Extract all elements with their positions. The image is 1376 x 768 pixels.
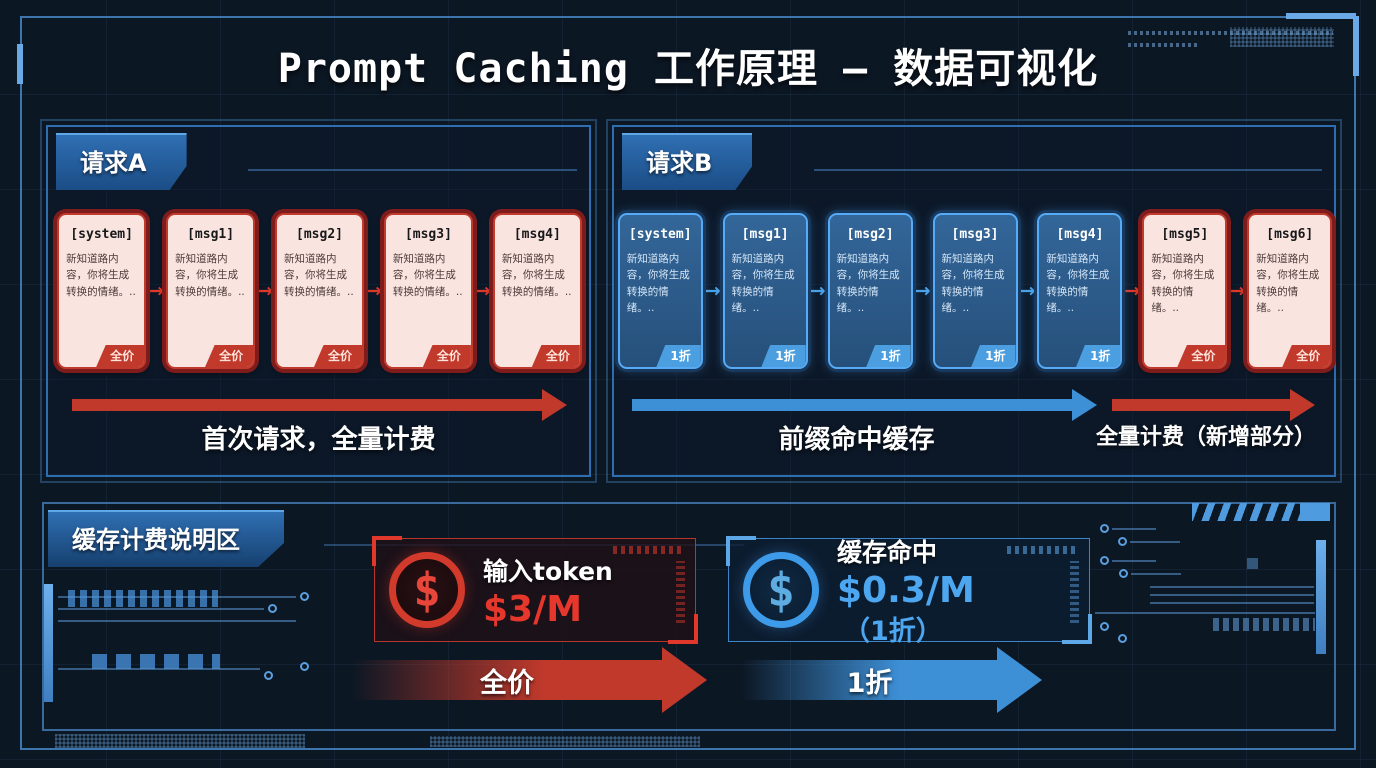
decoration-dotted-line — [1128, 31, 1333, 35]
card-flow-arrow-icon: → — [366, 279, 382, 302]
cached-price-note: （1折） — [843, 615, 943, 647]
card-body-text: 新知道路内容，你将生成转换的情绪。.. — [1151, 253, 1215, 314]
price-badge: 全价 — [531, 345, 580, 367]
pricing-section-label: 缓存计费说明区 — [48, 510, 284, 567]
message-card-system: [system] 新知道路内容，你将生成转换的情绪。.. 1折 — [617, 213, 703, 369]
price-badge: 1折 — [971, 345, 1016, 367]
panel-b-label: 请求B — [622, 133, 753, 190]
message-card-msg3: [msg3] 新知道路内容，你将生成转换的情绪。.. 1折 — [932, 213, 1018, 369]
price-badge: 1折 — [1076, 345, 1121, 367]
card-header: [msg6] — [1266, 227, 1314, 242]
panel-request-b: 请求B [system]新知道路内容，你将生成转换的情绪。..1折→[msg1]… — [606, 119, 1342, 483]
card-body-text: 新知道路内容，你将生成转换的情绪。.. — [392, 253, 463, 298]
card-header: [system] — [70, 227, 133, 242]
message-card-msg3: [msg3] 新知道路内容，你将生成转换的情绪。.. 全价 — [383, 213, 473, 369]
price-badge: 全价 — [205, 345, 254, 367]
card-flow-arrow-icon: → — [1019, 279, 1036, 302]
card-flow-arrow-icon: → — [1124, 279, 1141, 302]
panel-b-new-caption: 全量计费（新增部分） — [1095, 425, 1316, 450]
price-badge: 全价 — [1177, 345, 1226, 367]
card-flow-arrow-icon: → — [474, 279, 491, 302]
decoration-hatch-strip — [430, 736, 700, 747]
message-card-system: [system] 新知道路内容，你将生成转换的情绪。.. 全价 — [57, 213, 147, 369]
card-body-text: 新知道路内容，你将生成转换的情绪。.. — [626, 253, 690, 314]
panel-request-a: 请求A [system]新知道路内容，你将生成转换的情绪。..全价→[msg1]… — [40, 119, 597, 483]
card-flow-arrow-icon: → — [914, 279, 931, 302]
message-card-msg2: [msg2] 新知道路内容，你将生成转换的情绪。.. 全价 — [275, 213, 364, 369]
card-header: [msg3] — [404, 227, 452, 242]
price-badge: 1折 — [656, 345, 701, 367]
card-body-text: 新知道路内容，你将生成转换的情绪。.. — [66, 253, 136, 298]
decoration-ticks — [613, 546, 685, 554]
card-header: [msg3] — [951, 227, 999, 242]
full-price-arrow-label: 全价 — [480, 667, 534, 699]
message-card-msg2: [msg2] 新知道路内容，你将生成转换的情绪。.. 1折 — [827, 213, 913, 369]
full-price-value: $3/M — [483, 588, 583, 630]
card-body-text: 新知道路内容，你将生成转换的情绪。.. — [731, 253, 795, 314]
new-tokens-flow-arrow — [1112, 399, 1290, 411]
cached-price-amount: $0.3/M — [837, 569, 975, 611]
full-price-big-arrow: 全价 — [352, 660, 662, 700]
message-card-msg4: [msg4] 新知道路内容，你将生成转换的情绪。.. 1折 — [1037, 213, 1123, 369]
full-price-flow-arrow — [72, 399, 542, 411]
discount-arrow-label: 1折 — [846, 667, 893, 699]
panel-a-label: 请求A — [56, 133, 187, 190]
card-header: [msg4] — [1056, 227, 1104, 242]
panel-b-cached-caption: 前缀命中缓存 — [778, 425, 935, 455]
card-flow-arrow-icon: → — [809, 279, 826, 302]
message-card-msg1: [msg1] 新知道路内容，你将生成转换的情绪。.. 全价 — [166, 213, 256, 369]
message-card-msg5: [msg5] 新知道路内容，你将生成转换的情绪。.. 全价 — [1142, 213, 1228, 369]
pricing-section: 缓存计费说明区 $ 输入token $3/M $ 缓存命中 $0.3/M （1折）… — [42, 502, 1336, 731]
panel-header-line — [248, 169, 577, 171]
card-header: [msg4] — [513, 227, 561, 242]
dollar-icon: $ — [389, 552, 465, 628]
card-header: [msg1] — [187, 227, 235, 242]
cache-hit-flow-arrow — [632, 399, 1072, 411]
panel-b-cards: [system] 新知道路内容，你将生成转换的情绪。.. 1折 → [msg1] 新知道路… — [617, 213, 1333, 369]
dollar-icon: $ — [743, 552, 819, 628]
full-price-card: $ 输入token $3/M — [372, 536, 698, 644]
cached-price-title: 缓存命中 — [837, 537, 938, 567]
card-flow-arrow-icon: → — [704, 279, 721, 302]
message-card-msg6: [msg6] 新知道路内容，你将生成转换的情绪。.. 全价 — [1247, 213, 1333, 369]
card-flow-arrow-icon: → — [148, 279, 165, 302]
card-header: [msg5] — [1161, 227, 1209, 242]
page-title: Prompt Caching 工作原理 — 数据可视化 — [277, 46, 1099, 92]
cached-price-card: $ 缓存命中 $0.3/M （1折） — [726, 536, 1092, 645]
card-body-text: 新知道路内容，你将生成转换的情绪。.. — [941, 253, 1005, 314]
card-body-text: 新知道路内容，你将生成转换的情绪。.. — [836, 253, 900, 314]
frame-corner-accent — [1286, 13, 1356, 19]
card-flow-arrow-icon: → — [1229, 279, 1246, 302]
price-badge: 全价 — [313, 345, 362, 367]
panel-a-caption: 首次请求，全量计费 — [201, 425, 436, 455]
full-price-title: 输入token — [483, 556, 613, 586]
price-badge: 1折 — [761, 345, 806, 367]
price-badge: 全价 — [1282, 345, 1331, 367]
card-header: [msg2] — [296, 227, 343, 242]
price-badge: 1折 — [866, 345, 911, 367]
card-header: [msg2] — [846, 227, 894, 242]
card-header: [system] — [628, 227, 692, 242]
message-card-msg1: [msg1] 新知道路内容，你将生成转换的情绪。.. 1折 — [722, 213, 808, 369]
price-badge: 全价 — [422, 345, 471, 367]
card-body-text: 新知道路内容，你将生成转换的情绪。.. — [501, 253, 572, 298]
message-card-msg4: [msg4] 新知道路内容，你将生成转换的情绪。.. 全价 — [492, 213, 582, 369]
card-body-text: 新知道路内容，你将生成转换的情绪。.. — [1256, 253, 1320, 314]
card-body-text: 新知道路内容，你将生成转换的情绪。.. — [284, 253, 354, 298]
panel-header-line — [814, 169, 1322, 171]
decoration-ticks — [676, 561, 685, 623]
card-body-text: 新知道路内容，你将生成转换的情绪。.. — [1046, 253, 1110, 314]
panel-a-cards: [system] 新知道路内容，你将生成转换的情绪。.. 全价 → [msg1] 新知道路… — [57, 213, 582, 369]
card-header: [msg1] — [741, 227, 789, 242]
discount-big-arrow: 1折 — [742, 660, 997, 700]
decoration-hatch-strip — [55, 734, 305, 748]
price-badge: 全价 — [96, 345, 145, 367]
card-flow-arrow-icon: → — [257, 279, 273, 302]
card-body-text: 新知道路内容，你将生成转换的情绪。.. — [175, 253, 245, 298]
cached-price-value: $0.3/M （1折） — [837, 569, 1075, 648]
